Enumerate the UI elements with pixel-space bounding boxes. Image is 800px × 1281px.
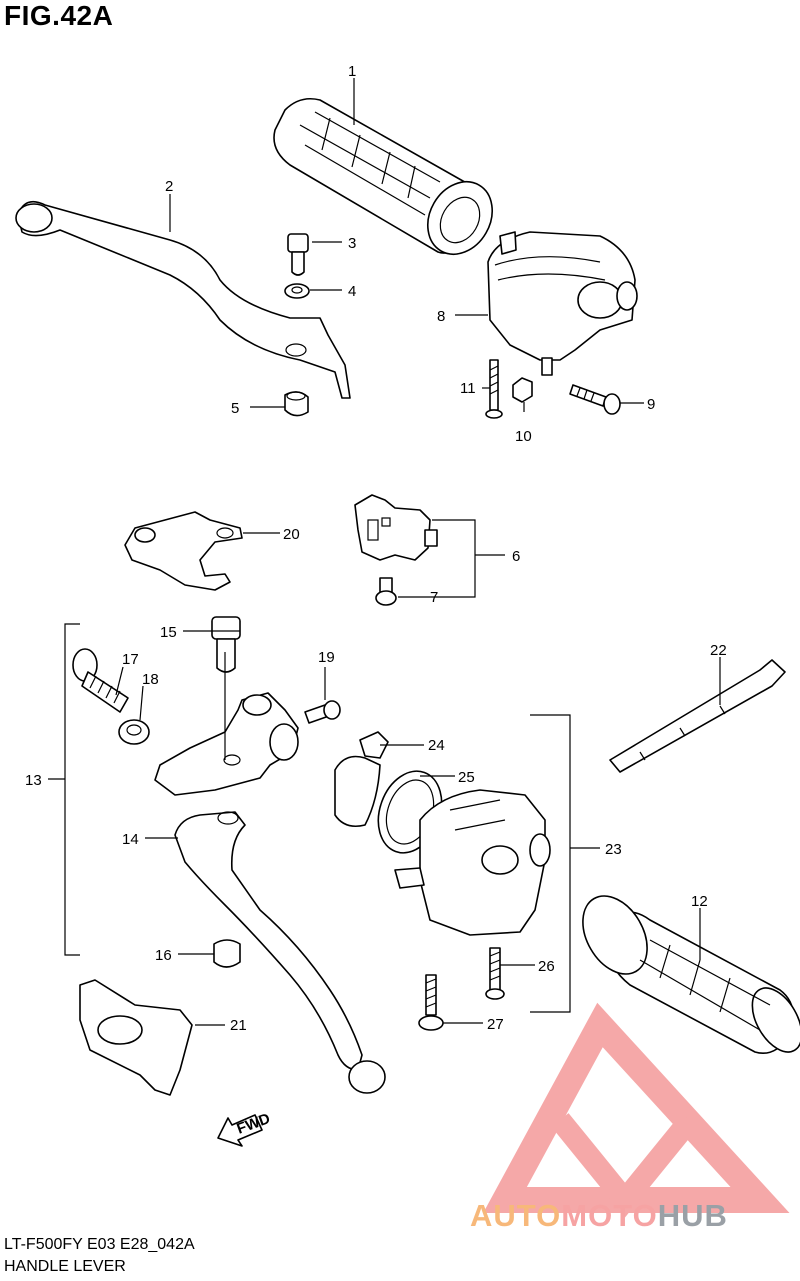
- grip-right-top: [273, 97, 493, 255]
- bracket-20: [124, 511, 243, 591]
- callout-23: 23: [605, 841, 622, 858]
- callout-27: 27: [487, 1016, 504, 1033]
- nut-10: [512, 377, 533, 403]
- housing-23: [394, 789, 551, 936]
- callout-21: 21: [230, 1017, 247, 1034]
- callout-15: 15: [160, 624, 177, 641]
- callout-12: 12: [691, 893, 708, 910]
- watermark-auto: AUTO: [470, 1198, 562, 1233]
- callout-13: 13: [25, 772, 42, 789]
- callout-26: 26: [538, 958, 555, 975]
- callout-18: 18: [142, 671, 159, 688]
- locknut-18: [118, 719, 150, 745]
- clamp-24: [334, 731, 389, 828]
- watermark-logo: [483, 1002, 790, 1218]
- callout-19: 19: [318, 649, 335, 666]
- boot-21: [79, 979, 193, 1096]
- nut-5: [284, 391, 309, 417]
- callout-24: 24: [428, 737, 445, 754]
- callout-9: 9: [647, 396, 655, 413]
- screw-7: [375, 577, 397, 606]
- callout-22: 22: [710, 642, 727, 659]
- leader-lines: [115, 78, 721, 1026]
- callout-20: 20: [283, 526, 300, 543]
- callout-3: 3: [348, 235, 356, 252]
- group-bracket-6: [398, 519, 476, 598]
- figure-caption: LT-F500FY E03 E28_042A HANDLE LEVER: [4, 1234, 195, 1278]
- screw-27: [418, 974, 444, 1031]
- callout-25: 25: [458, 769, 475, 786]
- callout-16: 16: [155, 947, 172, 964]
- group-bracket-13: [64, 623, 80, 956]
- callout-8: 8: [437, 308, 445, 325]
- watermark-hub: HUB: [657, 1198, 728, 1233]
- callout-1: 1: [348, 63, 356, 80]
- figure-name: HANDLE LEVER: [4, 1258, 126, 1275]
- forward-arrow-icon: FWD: [217, 1110, 273, 1147]
- switch-housing-8: [487, 231, 638, 376]
- figure-title: FIG.42A: [4, 0, 114, 31]
- watermark-moto: MOTO: [561, 1198, 658, 1233]
- callout-numbers: 1 2 3 4 5 6 7 8 9 10 11 12 13 14 15 16 1…: [25, 63, 727, 1034]
- model-line: LT-F500FY E03 E28_042A: [4, 1236, 195, 1253]
- adjuster-17: [72, 648, 129, 713]
- screw-19: [304, 700, 341, 724]
- nut-16: [213, 939, 241, 968]
- callout-10: 10: [515, 428, 532, 445]
- callout-11: 11: [460, 380, 476, 397]
- callout-4: 4: [348, 283, 356, 300]
- callout-7: 7: [430, 589, 438, 606]
- grip-12: [582, 895, 800, 1054]
- switch-6: [354, 494, 438, 561]
- bolt-3: [287, 233, 309, 276]
- watermark-text: AUTOMOTOHUB: [470, 1198, 728, 1234]
- lever-top: [15, 200, 351, 399]
- screw-9: [569, 384, 621, 415]
- group-bracket-23: [530, 714, 571, 1013]
- cable-tie-22: [609, 659, 786, 773]
- callout-6: 6: [512, 548, 520, 565]
- callout-17: 17: [122, 651, 139, 668]
- bolt-15: [211, 616, 241, 673]
- lever-14: [174, 811, 386, 1094]
- callout-14: 14: [122, 831, 139, 848]
- screw-11: [485, 359, 503, 419]
- screw-26: [485, 947, 505, 1000]
- callout-5: 5: [231, 400, 239, 417]
- callout-2: 2: [165, 178, 173, 195]
- washer-4: [284, 283, 310, 299]
- lever-holder: [154, 692, 299, 796]
